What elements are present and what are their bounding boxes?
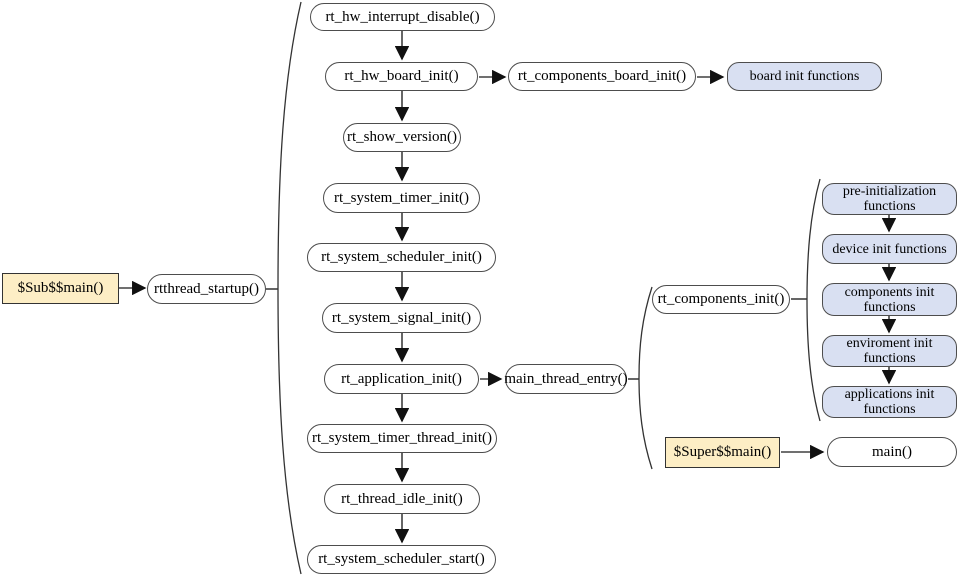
node-rt-application-init: rt_application_init() [324,364,479,394]
node-main-thread-entry: main_thread_entry() [504,364,628,394]
node-rt-hw-interrupt-disable: rt_hw_interrupt_disable() [310,3,495,31]
node-device-init-functions: device init functions [822,234,957,264]
node-rt-system-scheduler-start: rt_system_scheduler_start() [307,545,496,574]
node-rt-components-init: rt_components_init() [652,285,790,314]
node-rt-system-timer-init: rt_system_timer_init() [323,183,480,213]
brace-mainthread-group [638,286,653,470]
node-main: main() [827,437,957,467]
node-sub-main: $Sub$$main() [2,273,119,304]
node-components-init-functions: components init functions [822,283,957,316]
node-super-main: $Super$$main() [665,437,780,468]
node-rt-components-board-init: rt_components_board_init() [508,62,696,91]
node-applications-init-functions: applications init functions [822,386,957,418]
node-rtthread-startup: rtthread_startup() [147,274,266,304]
node-board-init-functions: board init functions [727,62,882,91]
node-pre-initialization-functions: pre-initialization functions [822,183,957,215]
node-enviroment-init-functions: enviroment init functions [822,335,957,367]
node-rt-show-version: rt_show_version() [343,123,461,152]
node-rt-system-signal-init: rt_system_signal_init() [322,303,481,333]
node-rt-system-scheduler-init: rt_system_scheduler_init() [307,243,496,272]
brace-startup-group [277,1,302,575]
node-rt-thread-idle-init: rt_thread_idle_init() [324,484,480,514]
node-rt-system-timer-thread-init: rt_system_timer_thread_init() [307,424,497,453]
brace-componentsinit-group [806,178,821,422]
node-rt-hw-board-init: rt_hw_board_init() [325,62,478,91]
